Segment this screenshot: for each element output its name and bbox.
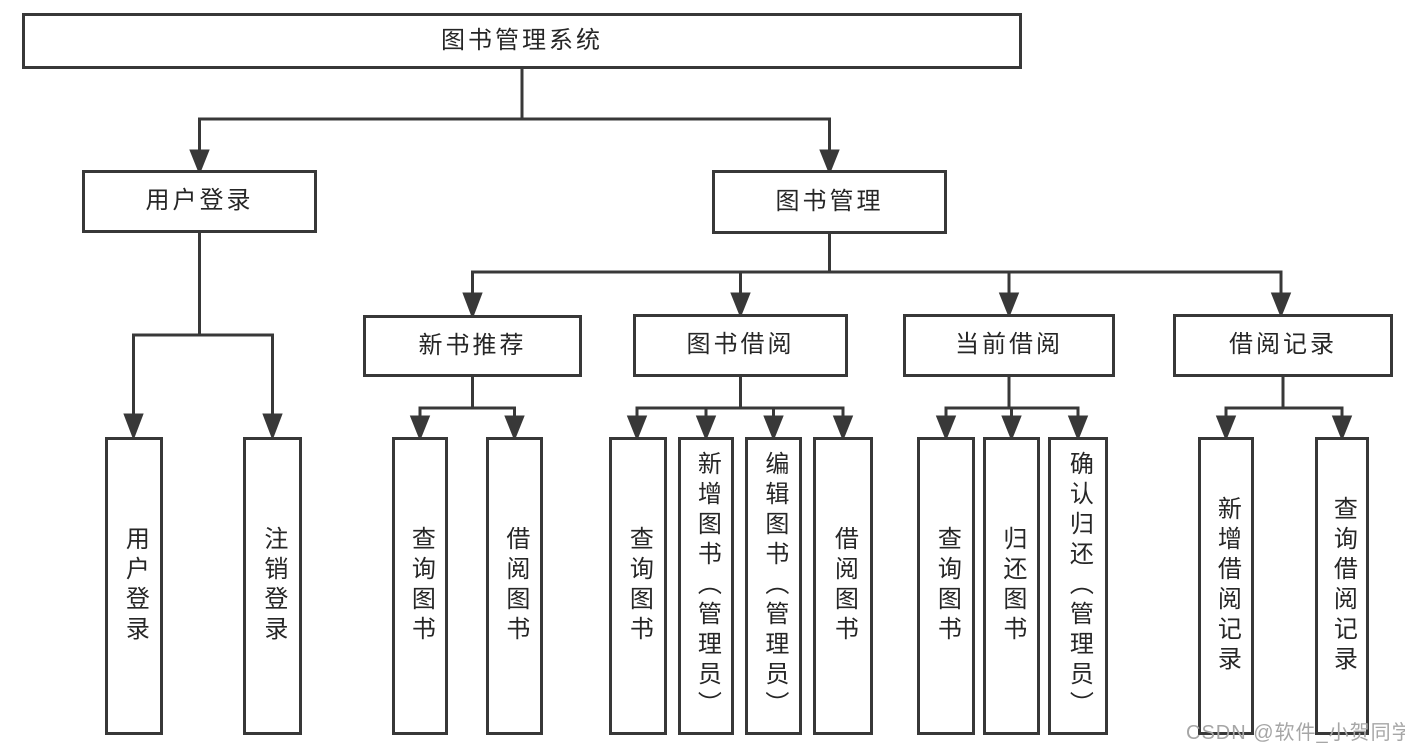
node-book-borrow-label: 图书借阅 [686,331,795,359]
edge-current-borrow-to-leaves [935,377,1089,442]
node-leaf-add-book-label: 新增图书（管理员） [693,451,721,721]
node-leaf-confirm-return: 确认归还（管理员） [1048,437,1108,735]
arrow-icon [626,415,648,442]
node-leaf-confirm-return-label: 确认归还（管理员） [1065,451,1093,721]
node-leaf-add-record-label: 新增借阅记录 [1213,496,1241,676]
node-book-mgmt-label: 图书管理 [775,187,884,215]
node-leaf-query-book-borrow: 查询图书 [609,437,667,735]
node-borrow-records-label: 借阅记录 [1229,331,1337,359]
arrow-icon [763,415,784,442]
node-leaf-query-book-rec: 查询图书 [392,437,448,735]
arrow-icon [819,149,840,176]
node-leaf-query-book-current-label: 查询图书 [933,526,961,646]
edge-new-book-rec-to-leaves [409,377,525,442]
arrow-icon [1215,415,1237,442]
arrow-icon [935,415,957,442]
node-leaf-edit-book: 编辑图书（管理员） [745,437,802,735]
arrow-icon [730,292,751,319]
arrow-icon [262,413,283,441]
node-leaf-borrow-book-borrow: 借阅图书 [813,437,873,735]
node-new-book-rec-label: 新书推荐 [418,331,527,359]
node-borrow-records: 借阅记录 [1173,314,1393,377]
node-leaf-user-login: 用户登录 [105,437,163,735]
edge-book-mgmt-to-level3 [462,234,1292,320]
arrow-icon [1067,415,1089,442]
arrow-icon [504,415,525,442]
node-leaf-query-book-current: 查询图书 [917,437,975,735]
node-current-borrow-label: 当前借阅 [955,331,1063,359]
arrow-icon [1001,415,1022,442]
arrow-icon [832,415,854,442]
node-leaf-edit-book-label: 编辑图书（管理员） [760,451,788,721]
node-leaf-query-book-rec-label: 查询图书 [407,526,435,646]
arrow-icon [695,415,717,442]
csdn-watermark: CSDN @软件_小贺同学 [1186,722,1405,744]
node-leaf-logout: 注销登录 [243,437,302,735]
arrow-icon [123,413,144,441]
edge-borrow-records-to-leaves [1215,377,1353,442]
node-user-login: 用户登录 [82,170,317,233]
node-leaf-borrow-book-rec-label: 借阅图书 [501,526,529,646]
node-book-mgmt: 图书管理 [712,170,947,234]
node-leaf-add-record: 新增借阅记录 [1198,437,1254,735]
node-leaf-query-record-label: 查询借阅记录 [1329,496,1357,676]
node-leaf-query-record: 查询借阅记录 [1315,437,1369,735]
node-new-book-rec: 新书推荐 [363,315,582,377]
node-leaf-borrow-book-rec: 借阅图书 [486,437,543,735]
edge-root-to-level2 [189,69,840,176]
node-book-borrow: 图书借阅 [633,314,848,377]
node-user-login-label: 用户登录 [145,187,254,215]
node-leaf-return-book: 归还图书 [983,437,1040,735]
node-root: 图书管理系统 [22,13,1022,69]
node-leaf-add-book: 新增图书（管理员） [678,437,734,735]
node-leaf-user-login-label: 用户登录 [121,526,149,646]
node-leaf-borrow-book-borrow-label: 借阅图书 [830,526,858,646]
node-leaf-return-book-label: 归还图书 [998,526,1026,646]
edge-book-borrow-to-leaves [626,377,854,442]
arrow-icon [998,292,1020,319]
arrow-icon [1270,292,1292,319]
edge-user-login-to-leaves [123,233,283,441]
arrow-icon [409,415,431,442]
arrow-icon [1331,415,1353,442]
arrow-icon [462,292,483,320]
node-root-label: 图书管理系统 [441,26,603,54]
node-current-borrow: 当前借阅 [903,314,1115,377]
arrow-icon [189,149,210,176]
node-leaf-query-book-borrow-label: 查询图书 [625,526,653,646]
node-leaf-logout-label: 注销登录 [259,526,287,646]
